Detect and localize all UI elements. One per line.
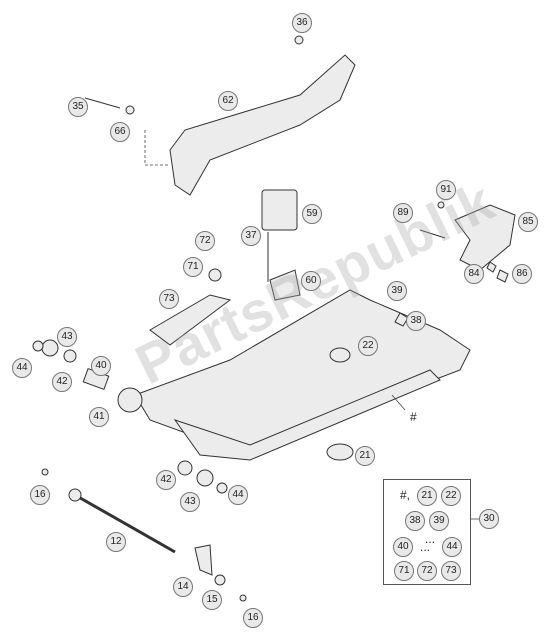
bushing-41 (117, 387, 143, 413)
callout-43-upper[interactable]: 43 (57, 327, 77, 347)
chain-slider (149, 294, 232, 346)
callout-16-lower[interactable]: 16 (243, 608, 263, 628)
callout-86[interactable]: 86 (512, 264, 532, 284)
callout-22[interactable]: 22 (358, 336, 378, 356)
seal-44a (32, 340, 44, 352)
kit-legend-box: #, 21 22 38 39 ... 40 ... 44 71 72 73 (383, 479, 471, 585)
callout-72[interactable]: 72 (195, 231, 215, 251)
ring-42b (177, 460, 193, 476)
callout-62[interactable]: 62 (218, 91, 238, 111)
callout-12[interactable]: 12 (106, 532, 126, 552)
kit-21[interactable]: 21 (417, 486, 437, 506)
kit-38[interactable]: 38 (405, 511, 425, 531)
callout-37[interactable]: 37 (241, 226, 261, 246)
kit-73[interactable]: 73 (441, 561, 461, 581)
callout-60[interactable]: 60 (301, 271, 321, 291)
callout-38[interactable]: 38 (406, 311, 426, 331)
callout-89[interactable]: 89 (393, 203, 413, 223)
kit-hash: #, (400, 488, 411, 502)
kit-44[interactable]: 44 (442, 537, 462, 557)
callout-84[interactable]: 84 (464, 264, 484, 284)
callout-85[interactable]: 85 (518, 212, 538, 232)
kit-71[interactable]: 71 (394, 561, 414, 581)
callout-71[interactable]: 71 (183, 257, 203, 277)
seal-44b (216, 482, 228, 494)
cover-22 (329, 347, 351, 363)
pivot-shaft (74, 493, 176, 554)
kit-72[interactable]: 72 (417, 561, 437, 581)
kit-22[interactable]: 22 (441, 486, 461, 506)
sprocket-guard (454, 204, 516, 271)
ring-42a (63, 349, 77, 363)
chain-guard (169, 54, 356, 196)
swingarm-lower (173, 369, 441, 461)
callout-91[interactable]: 91 (436, 180, 456, 200)
callout-41[interactable]: 41 (89, 407, 109, 427)
callout-44-upper[interactable]: 44 (12, 358, 32, 378)
buffer-block (261, 189, 298, 231)
callout-66[interactable]: 66 (110, 122, 130, 142)
seal-43a (41, 339, 59, 357)
callout-16-upper[interactable]: 16 (30, 485, 50, 505)
kit-40[interactable]: 40 (393, 537, 413, 557)
kit-dots: ... (420, 540, 431, 554)
callout-36[interactable]: 36 (292, 13, 312, 33)
callout-73[interactable]: 73 (159, 289, 179, 309)
callout-42-lower[interactable]: 42 (156, 470, 176, 490)
callout-21[interactable]: 21 (355, 446, 375, 466)
callout-15[interactable]: 15 (202, 590, 222, 610)
callout-14[interactable]: 14 (173, 577, 193, 597)
kit-dots-top: ... (425, 532, 436, 546)
cap-21 (326, 443, 354, 461)
seal-43b (196, 469, 214, 487)
callout-39[interactable]: 39 (387, 281, 407, 301)
callout-42-upper[interactable]: 42 (52, 372, 72, 392)
kit-39[interactable]: 39 (429, 511, 449, 531)
frame-hash-marker: # (410, 410, 417, 424)
callout-44-lower[interactable]: 44 (228, 485, 248, 505)
callout-59[interactable]: 59 (302, 204, 322, 224)
callout-40[interactable]: 40 (91, 356, 111, 376)
callout-30[interactable]: 30 (479, 509, 499, 529)
bracket (269, 269, 301, 301)
callout-43-lower[interactable]: 43 (180, 492, 200, 512)
callout-35[interactable]: 35 (68, 97, 88, 117)
